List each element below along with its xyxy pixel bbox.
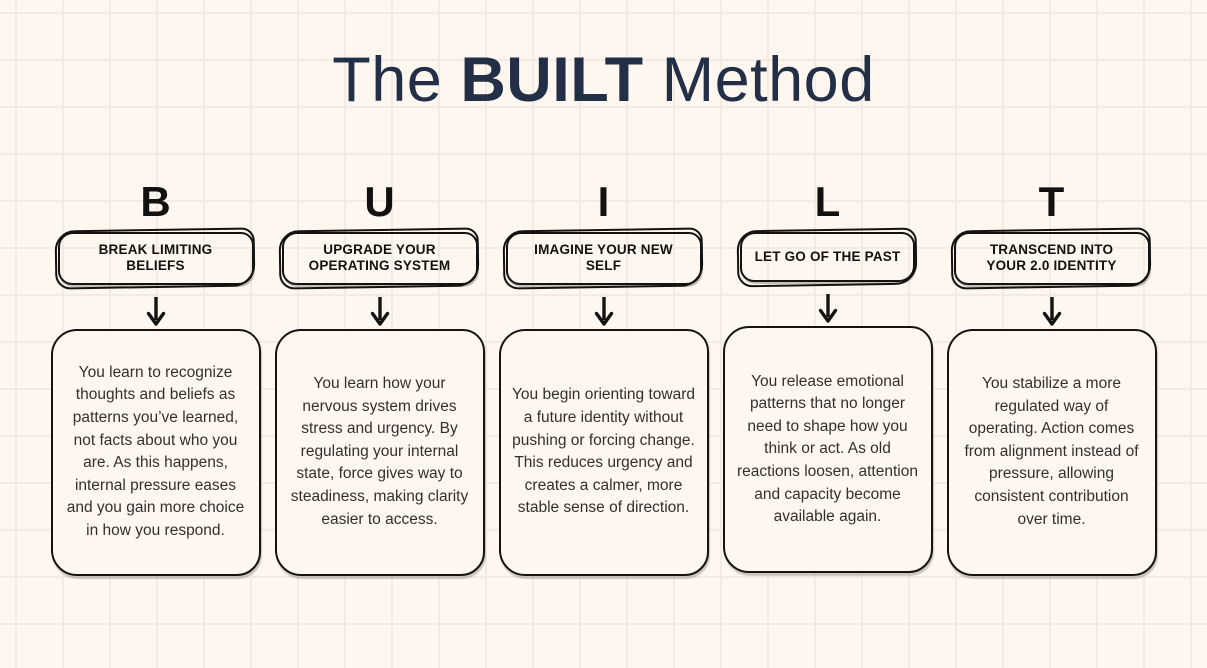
step-column-u: U UPGRADE YOUR OPERATING SYSTEM You lear… [274,178,485,576]
step-badge: BREAK LIMITING BELIEFS [57,232,254,285]
title-highlight: BUILT [460,45,644,115]
description-card: You learn how your nervous system drives… [274,328,485,576]
step-description: You learn how your nervous system drives… [290,374,469,528]
step-letter: L [814,178,841,226]
step-description: You stabilize a more regulated way of op… [964,374,1139,528]
step-description: You learn to recognize thoughts and beli… [66,363,245,540]
step-letter: T [1038,178,1065,226]
step-letter: B [140,178,171,226]
method-steps: B BREAK LIMITING BELIEFS You learn to re… [0,178,1207,576]
down-arrow-icon [370,296,389,326]
step-description: You release emotional patterns that no l… [737,372,918,526]
step-column-t: T TRANSCEND INTO YOUR 2.0 IDENTITY You s… [946,178,1157,576]
title-suffix: Method [643,45,875,115]
description-card: You release emotional patterns that no l… [722,326,933,574]
step-badge: UPGRADE YOUR OPERATING SYSTEM [281,232,478,285]
step-badge: IMAGINE YOUR NEW SELF [505,232,702,285]
title-prefix: The [332,45,461,115]
down-arrow-icon [594,296,613,326]
step-badge-label: IMAGINE YOUR NEW SELF [534,242,673,274]
step-letter: U [364,178,395,226]
step-column-i: I IMAGINE YOUR NEW SELF You begin orient… [498,178,709,576]
step-column-b: B BREAK LIMITING BELIEFS You learn to re… [50,178,261,576]
description-card: You begin orienting toward a future iden… [498,328,709,576]
step-description: You begin orienting toward a future iden… [512,386,695,517]
down-arrow-icon [146,296,165,326]
step-badge: TRANSCEND INTO YOUR 2.0 IDENTITY [953,232,1150,285]
step-badge: LET GO OF THE PAST [739,232,916,283]
step-column-l: L LET GO OF THE PAST You release emotion… [722,178,933,575]
down-arrow-icon [1042,296,1061,326]
step-letter: I [597,178,610,226]
step-badge-label: TRANSCEND INTO YOUR 2.0 IDENTITY [986,242,1117,274]
step-badge-label: BREAK LIMITING BELIEFS [98,242,213,274]
down-arrow-icon [818,294,837,323]
step-badge-label: LET GO OF THE PAST [754,249,901,265]
description-card: You learn to recognize thoughts and beli… [50,328,261,576]
description-card: You stabilize a more regulated way of op… [946,328,1157,576]
page-title: The BUILT Method [0,45,1207,115]
step-badge-label: UPGRADE YOUR OPERATING SYSTEM [308,242,451,274]
